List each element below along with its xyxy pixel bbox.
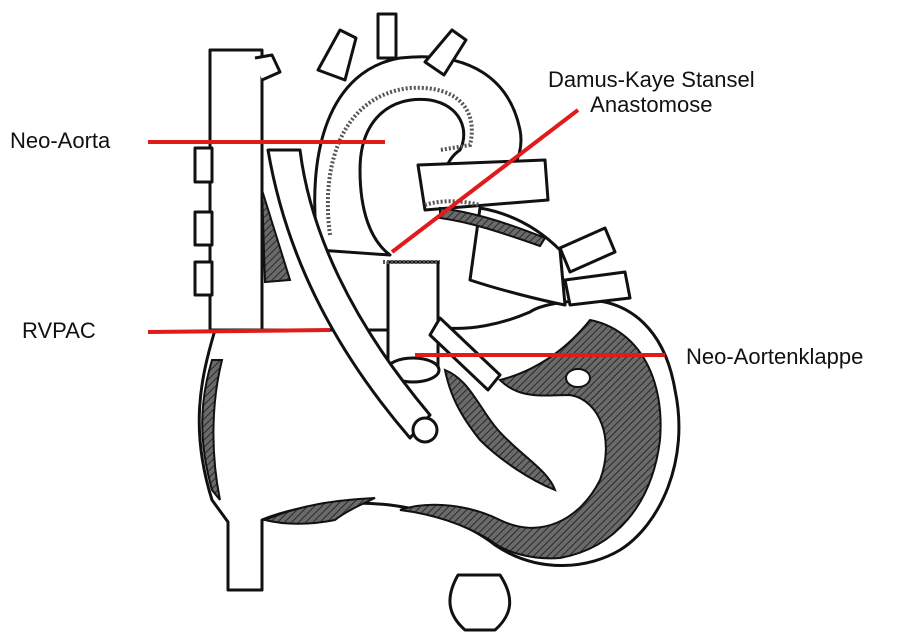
damus-kaye-stansel-label: Damus-Kaye Stansel Anastomose (548, 67, 755, 118)
pulmonary-artery-left-upper (560, 228, 615, 272)
left-carotid-artery (378, 14, 396, 58)
rv-opening (566, 369, 590, 387)
pulmonary-vein-3 (195, 262, 212, 295)
rvpac-leader-line (148, 330, 330, 332)
superior-vena-cava (210, 50, 262, 330)
pulmonary-vein-2 (195, 212, 212, 245)
inferior-vena-cava (450, 575, 510, 630)
pulmonary-artery-left-lower (565, 272, 630, 305)
rvpac-conduit-opening (413, 418, 437, 442)
neo-aortic-valve-label: Neo-Aortenklappe (686, 344, 863, 369)
rvpac-label: RVPAC (22, 318, 96, 343)
pulmonary-vein-1 (195, 148, 212, 182)
neo-aorta-label: Neo-Aorta (10, 128, 110, 153)
damus-label-line-1: Damus-Kaye Stansel (548, 67, 755, 92)
damus-label-line-2: Anastomose (548, 92, 755, 117)
brachiocephalic-artery (318, 30, 356, 80)
